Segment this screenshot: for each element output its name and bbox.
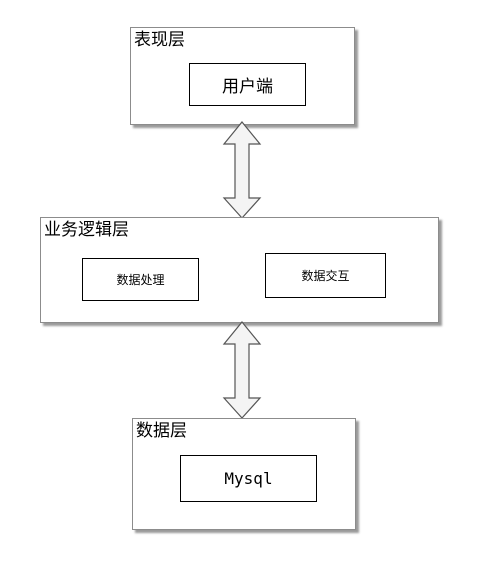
double-arrow-bottom <box>222 321 262 419</box>
double-arrow-top <box>222 121 262 219</box>
data-processing-box: 数据处理 <box>82 258 199 301</box>
data-layer: 数据层 Mysql <box>132 418 356 530</box>
mysql-box: Mysql <box>180 455 317 502</box>
presentation-layer-title: 表现层 <box>134 30 185 50</box>
client-box: 用户端 <box>189 63 306 106</box>
data-layer-title: 数据层 <box>136 421 187 441</box>
presentation-layer: 表现层 用户端 <box>130 27 355 125</box>
business-logic-layer-title: 业务逻辑层 <box>44 220 129 240</box>
business-logic-layer: 业务逻辑层 数据处理 数据交互 <box>40 217 439 323</box>
data-interaction-box: 数据交互 <box>265 253 386 298</box>
